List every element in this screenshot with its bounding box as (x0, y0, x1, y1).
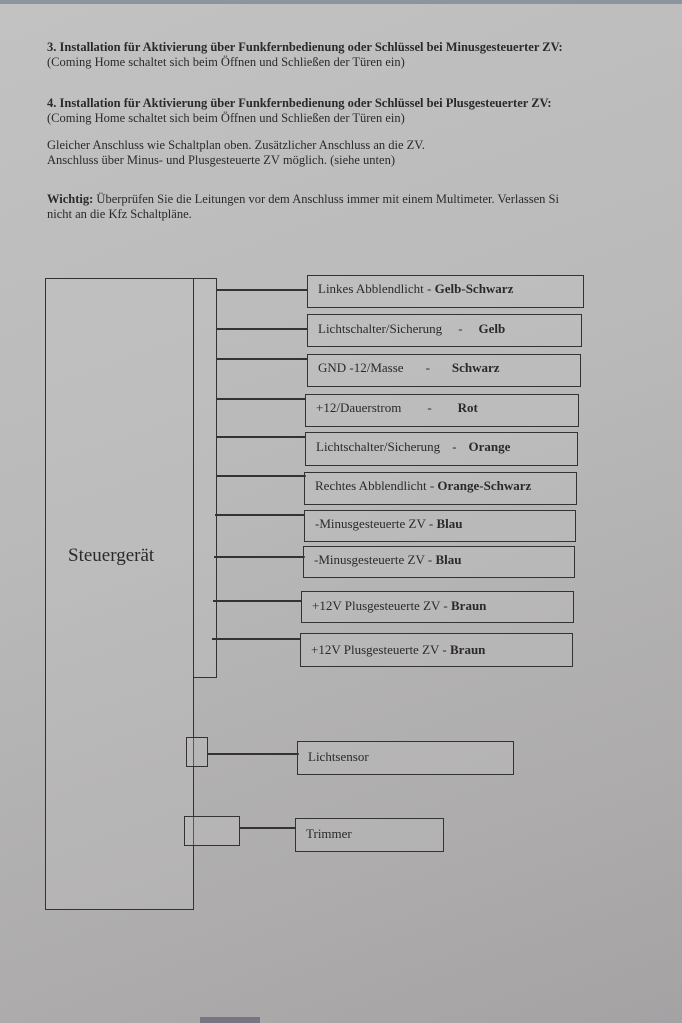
section-4-heading: 4. Installation für Aktivierung über Fun… (47, 96, 552, 110)
section-4-note: (Coming Home schaltet sich beim Öffnen u… (47, 111, 405, 125)
light-sensor-label: Lichtsensor (308, 749, 369, 764)
connection-box: +12V Plusgesteuerte ZV - Braun (300, 633, 573, 667)
control-unit-box (45, 278, 194, 910)
connection-box: -Minusgesteuerte ZV - Blau (303, 546, 575, 578)
wire-trimmer (239, 827, 295, 829)
trimmer-connector (184, 816, 240, 846)
wire-2 (216, 328, 308, 330)
control-unit-label: Steuergerät (68, 545, 155, 566)
trimmer-label: Trimmer (306, 826, 352, 841)
wire-sensor (207, 753, 299, 755)
wire-4 (216, 398, 306, 400)
photo-edge (0, 0, 682, 4)
wire-7 (215, 514, 305, 516)
warning-line-2: nicht an die Kfz Schaltpläne. (47, 207, 192, 221)
connection-box: Linkes Abblendlicht - Gelb-Schwarz (307, 275, 584, 308)
info-line-2: Anschluss über Minus- und Plusgesteuerte… (47, 153, 395, 167)
warning-paragraph: Wichtig: Überprüfen Sie die Leitungen vo… (47, 192, 559, 222)
wire-8 (214, 556, 305, 558)
info-line-1: Gleicher Anschluss wie Schaltplan oben. … (47, 138, 425, 152)
next-page-fragment (200, 1017, 260, 1023)
warning-label: Wichtig: (47, 192, 94, 206)
connection-box: Lichtschalter/Sicherung-Gelb (307, 314, 582, 347)
wire-6 (216, 475, 306, 477)
section-3-heading: 3. Installation für Aktivierung über Fun… (47, 40, 563, 54)
main-connector (193, 278, 217, 678)
info-paragraph: Gleicher Anschluss wie Schaltplan oben. … (47, 138, 425, 168)
section-3: 3. Installation für Aktivierung über Fun… (47, 40, 563, 70)
connection-box: Lichtschalter/Sicherung-Orange (305, 432, 578, 466)
light-sensor-box: Lichtsensor (297, 741, 514, 775)
wire-5 (216, 436, 306, 438)
connection-box: GND -12/Masse-Schwarz (307, 354, 581, 387)
connection-box: +12/Dauerstrom-Rot (305, 394, 579, 427)
wire-10 (212, 638, 301, 640)
wire-3 (216, 358, 308, 360)
connection-box: Rechtes Abblendlicht - Orange-Schwarz (304, 472, 577, 505)
wire-9 (213, 600, 302, 602)
section-4: 4. Installation für Aktivierung über Fun… (47, 96, 552, 126)
warning-line-1: Überprüfen Sie die Leitungen vor dem Ans… (96, 192, 559, 206)
sensor-connector (186, 737, 208, 767)
section-3-note: (Coming Home schaltet sich beim Öffnen u… (47, 55, 405, 69)
wire-1 (216, 289, 308, 291)
trimmer-box: Trimmer (295, 818, 444, 852)
connection-box: +12V Plusgesteuerte ZV - Braun (301, 591, 574, 623)
connection-box: -Minusgesteuerte ZV - Blau (304, 510, 576, 542)
